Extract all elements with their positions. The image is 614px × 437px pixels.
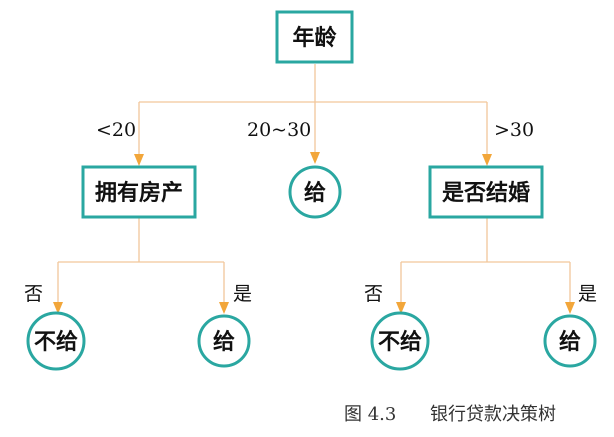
node-give-right [543, 314, 597, 368]
figure-title: 银行贷款决策树 [430, 404, 556, 425]
node-no-give-left-label: 不给 [34, 329, 78, 355]
edge-label-lt20: <20 [96, 119, 136, 141]
edge-label-house-yes: 是 [233, 283, 252, 305]
arrow-give-mid [310, 152, 320, 164]
arrow-house-yes [219, 302, 229, 314]
edge-label-range: 20~30 [247, 119, 311, 141]
figure-number: 图 4.3 [344, 404, 396, 425]
arrow-married [482, 154, 492, 166]
node-give-left [197, 314, 251, 368]
node-married [428, 165, 544, 219]
node-give-mid-label: 给 [304, 180, 326, 206]
node-no-give-right-label: 不给 [378, 329, 422, 355]
node-root-label: 年龄 [292, 25, 337, 51]
arrow-married-yes [565, 302, 575, 314]
node-give-mid [288, 165, 342, 219]
arrow-married-no [396, 302, 406, 314]
edge-label-gt30: >30 [494, 119, 534, 141]
node-house-label: 拥有房产 [95, 180, 183, 206]
arrow-house [134, 154, 144, 166]
node-no-give-left [26, 311, 86, 371]
node-no-give-right [370, 311, 430, 371]
node-house [81, 165, 197, 219]
node-root [275, 10, 354, 64]
node-give-right-label: 给 [559, 329, 581, 355]
edge-label-house-no: 否 [24, 283, 43, 305]
arrow-house-no [53, 302, 63, 314]
node-give-left-label: 给 [213, 329, 235, 355]
edge-label-married-no: 否 [364, 283, 383, 305]
edge-label-married-yes: 是 [578, 283, 597, 305]
node-married-label: 是否结婚 [442, 180, 530, 206]
